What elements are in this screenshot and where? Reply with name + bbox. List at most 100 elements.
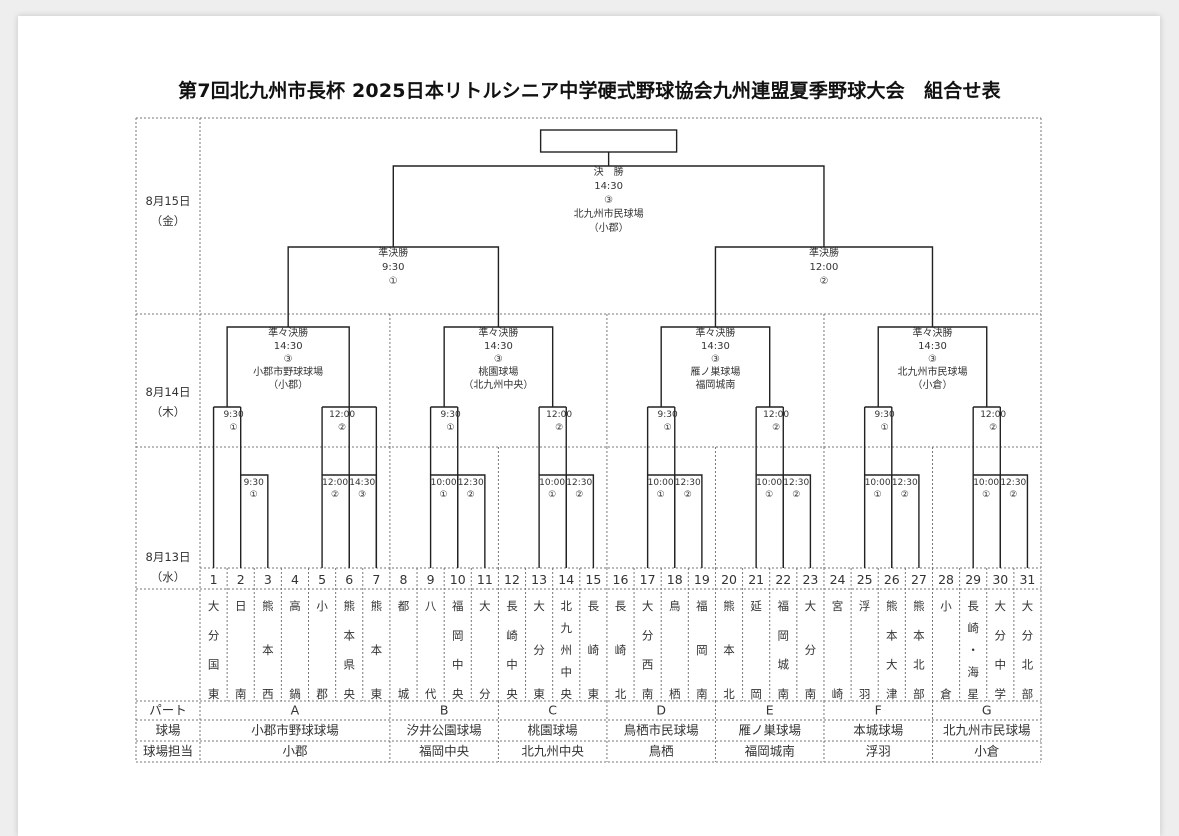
team-name-char: 岡: [452, 628, 464, 642]
date-label-0: 8月15日: [146, 194, 191, 208]
team-number: 18: [667, 572, 683, 587]
team-name-char: 大: [479, 599, 491, 613]
date-label-2: 8月13日: [146, 550, 191, 564]
team-name-char: 長: [967, 599, 979, 613]
team-name-char: 南: [778, 687, 790, 701]
quarterfinal-label: 桃園球場: [478, 365, 518, 378]
team-name-char: 県: [343, 658, 355, 672]
weekday-label-2: （水）: [151, 570, 186, 584]
team-name-char: 分: [642, 628, 654, 642]
team-number: 29: [965, 572, 981, 587]
footer-host: 鳥栖: [649, 744, 674, 759]
semifinal-label: ②: [819, 276, 828, 287]
quarterfinal-label: 北九州市民球場: [897, 365, 967, 378]
footer-field-label: 球場: [155, 723, 180, 738]
final-label: 決 勝: [594, 165, 624, 178]
team-name-char: 九: [560, 621, 572, 635]
round1-bracket-line: [429, 474, 459, 568]
round1-field: ②: [575, 490, 583, 500]
footer-part: D: [656, 703, 666, 718]
final-label: ③: [604, 195, 613, 206]
team-name-char: 福: [696, 599, 708, 613]
team-name-char: 郡: [316, 687, 328, 701]
team-name-char: 北: [560, 599, 572, 613]
team-number: 17: [640, 572, 656, 587]
round1-time: 10:00: [648, 478, 674, 488]
team-name-char: 本: [371, 643, 383, 657]
team-name-char: 福: [452, 599, 464, 613]
footer-field: 鳥栖市民球場: [624, 723, 699, 738]
footer-field: 本城球場: [853, 723, 903, 738]
round1-time: 12:30: [458, 478, 484, 488]
team-name-char: 南: [642, 687, 654, 701]
team-name-char: 南: [235, 687, 247, 701]
team-number: 20: [721, 572, 737, 587]
footer-host: 福岡中央: [419, 744, 470, 759]
team-number: 13: [531, 572, 547, 587]
round1-time: 10:00: [756, 478, 782, 488]
round1-field: ①: [765, 490, 773, 500]
footer-part: G: [982, 703, 992, 718]
team-name-char: 熊: [371, 599, 383, 613]
team-name-char: 西: [642, 658, 654, 672]
round1-field: ①: [657, 490, 665, 500]
team-name-char: ・: [967, 643, 979, 657]
team-name-char: 長: [615, 599, 627, 613]
footer-part: B: [440, 703, 449, 718]
footer-part: A: [291, 703, 300, 718]
team-name-char: 本: [343, 628, 355, 642]
team-number: 22: [775, 572, 791, 587]
round1-time: 12:30: [675, 478, 701, 488]
team-name-char: 中: [506, 658, 518, 672]
quarterfinal-label: 準々決勝: [268, 326, 308, 339]
team-number: 10: [450, 572, 466, 587]
final-label: 北九州市民球場: [574, 207, 644, 220]
team-number: 1: [210, 572, 218, 587]
round1-bracket-line: [538, 474, 567, 568]
footer-host: 小郡: [282, 744, 307, 759]
team-name-char: 学: [995, 687, 1007, 701]
team-name-char: 北: [913, 658, 925, 672]
team-name-char: 延: [750, 599, 762, 613]
team-number: 6: [345, 572, 353, 587]
footer-field: 北九州市民球場: [943, 723, 1031, 738]
team-name-char: 小: [316, 599, 328, 613]
round1-field: ②: [684, 490, 692, 500]
team-name-char: 分: [1022, 628, 1034, 642]
round2-time: 12:00: [546, 410, 572, 420]
team-name-char: 熊: [723, 599, 735, 613]
quarterfinal-label: 14:30: [701, 341, 730, 352]
round2-field: ②: [555, 423, 563, 433]
team-number: 12: [504, 572, 520, 587]
round1-bracket-line: [972, 474, 1002, 568]
team-name-char: 国: [208, 658, 220, 672]
team-name-char: 熊: [343, 599, 355, 613]
round1-field: ①: [440, 490, 448, 500]
quarterfinal-label: （北九州中央）: [463, 378, 533, 391]
team-name-char: 中: [452, 658, 464, 672]
team-name-char: 崎: [967, 621, 979, 635]
round1-field: ①: [982, 490, 990, 500]
quarterfinal-label: 福岡城南: [695, 378, 735, 391]
team-name-char: 北: [1022, 658, 1034, 672]
team-number: 7: [372, 572, 380, 587]
team-name-char: 長: [506, 599, 518, 613]
team-name-char: 分: [805, 643, 817, 657]
round1-bracket-line: [457, 474, 486, 568]
final-label: （小郡）: [589, 222, 629, 234]
team-number: 5: [318, 572, 326, 587]
round1-bracket-line: [565, 474, 595, 568]
round2-field: ②: [338, 423, 346, 433]
team-name-char: 中: [995, 658, 1007, 672]
round1-time: 10:00: [539, 478, 565, 488]
date-label-1: 8月14日: [146, 385, 191, 399]
team-name-char: 長: [588, 599, 600, 613]
team-number: 24: [830, 572, 846, 587]
team-name-char: 本: [913, 628, 925, 642]
team-number: 30: [992, 572, 1008, 587]
team-number: 26: [884, 572, 900, 587]
team-number: 14: [558, 572, 574, 587]
semifinal-label: 9:30: [382, 262, 404, 273]
round1-time: 12:00: [322, 478, 348, 488]
semifinal-bracket-line: [287, 246, 500, 327]
